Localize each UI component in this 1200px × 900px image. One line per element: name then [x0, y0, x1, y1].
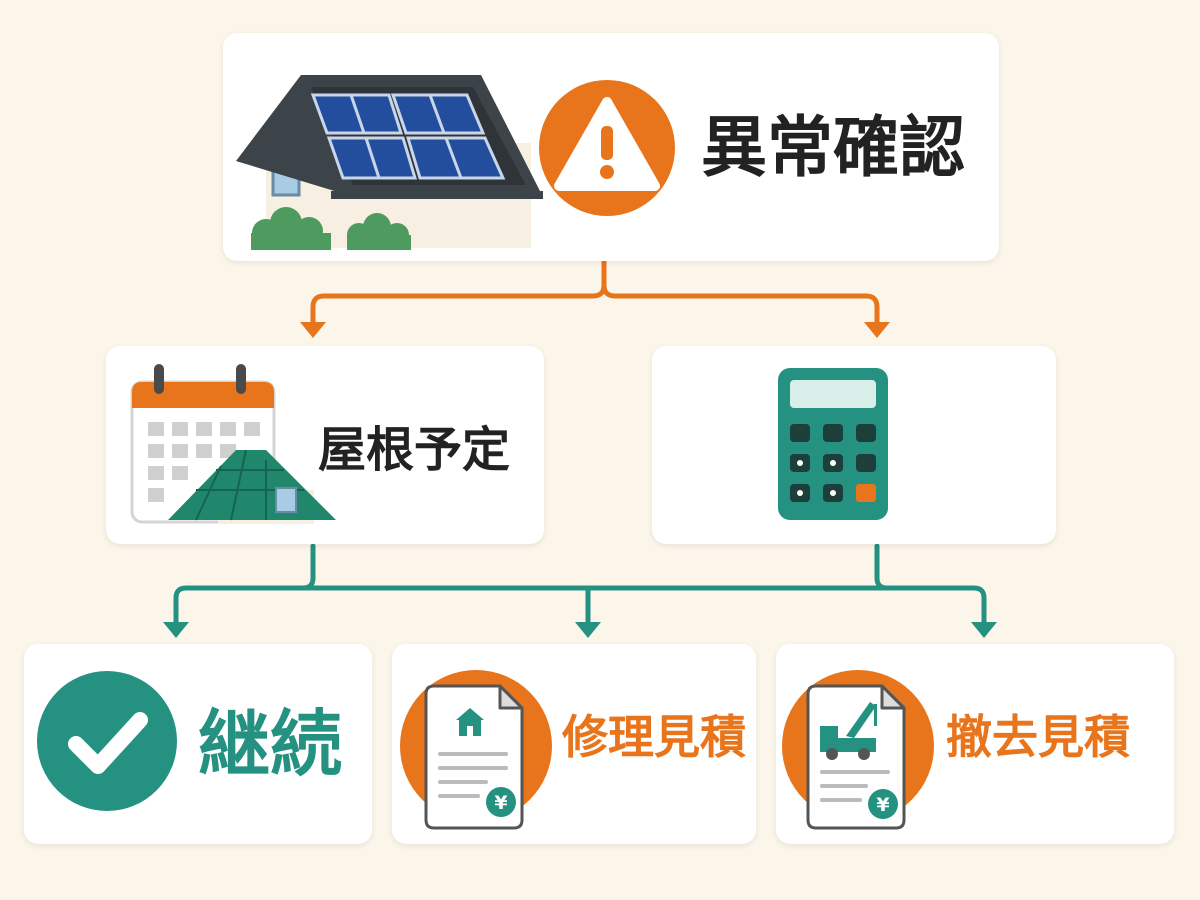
continue-label: 継続 [198, 702, 343, 786]
removal-estimate-document-icon: ¥ [782, 670, 934, 830]
calculator-card [652, 346, 1056, 544]
repair-estimate-label: 修理見積 [562, 710, 746, 764]
continue-card: 継続 [24, 644, 372, 844]
connector-to-continue [173, 543, 316, 625]
solar-house-icon [236, 75, 543, 250]
arrowhead-calculator [864, 322, 890, 338]
anomaly-check-label: 異常確認 [701, 109, 965, 186]
connector-top-to-schedule [310, 259, 607, 325]
connector-top-to-calculator [601, 282, 880, 325]
arrowhead-removal [971, 622, 997, 638]
removal-estimate-label: 撤去見積 [946, 710, 1130, 764]
removal-estimate-card: ¥ 撤去見積 [776, 644, 1174, 844]
repair-estimate-card: ¥ 修理見積 [392, 644, 756, 844]
arrowhead-repair [575, 622, 601, 638]
roof-schedule-label: 屋根予定 [318, 422, 511, 478]
anomaly-check-card: 異常確認 [223, 33, 999, 261]
calculator-icon [778, 368, 888, 520]
check-circle-icon [37, 671, 177, 811]
yen-symbol-repair: ¥ [494, 792, 507, 814]
calendar-roof-icon [130, 364, 336, 524]
roof-schedule-card: 屋根予定 [106, 346, 544, 544]
warning-icon [539, 80, 675, 216]
connector-to-removal [874, 543, 987, 625]
arrowhead-continue [163, 622, 189, 638]
arrowhead-schedule [300, 322, 326, 338]
repair-estimate-document-icon: ¥ [400, 670, 552, 830]
yen-symbol-removal: ¥ [876, 794, 889, 816]
